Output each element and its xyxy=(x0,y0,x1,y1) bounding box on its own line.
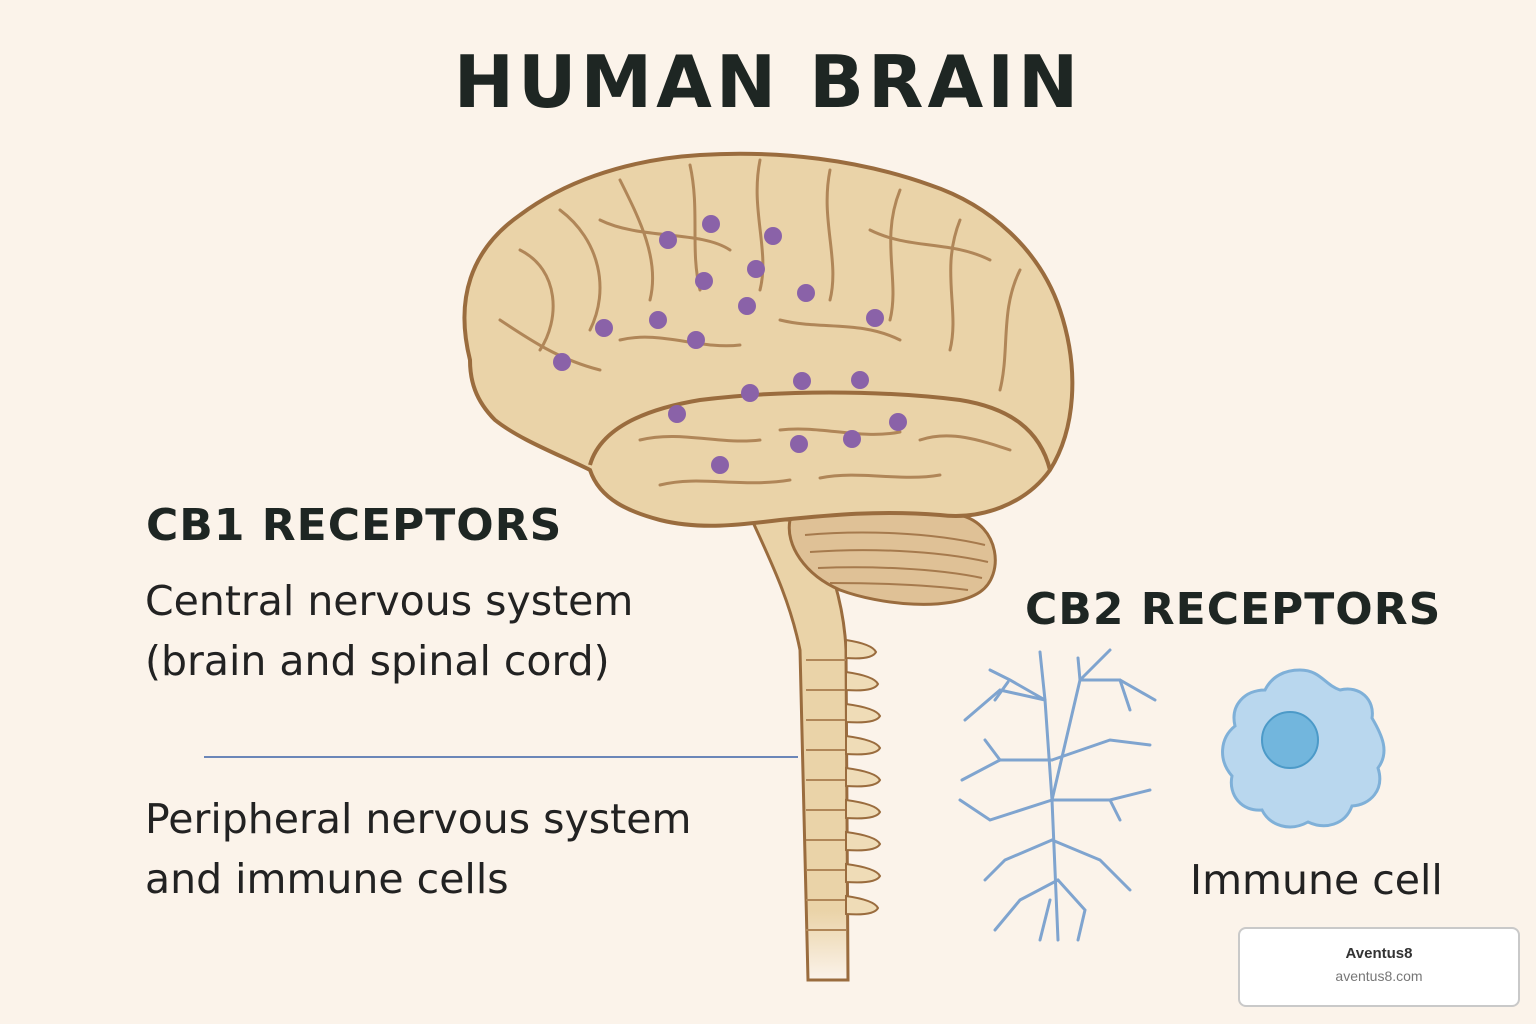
cb2-description-line2: and immune cells xyxy=(145,855,509,903)
cb2-description-line1: Peripheral nervous system xyxy=(145,795,692,843)
cb1-description-line2: (brain and spinal cord) xyxy=(145,637,610,685)
immune-cell-icon xyxy=(1221,668,1386,829)
section-divider xyxy=(204,756,798,758)
watermark-name: Aventus8 xyxy=(1345,945,1413,962)
nerve-cell-icon xyxy=(958,648,1157,942)
cb1-description-line1: Central nervous system xyxy=(145,577,634,625)
cerebellum-illustration xyxy=(787,506,997,606)
immune-cell-label: Immune cell xyxy=(1190,856,1443,904)
spinal-cord-illustration xyxy=(749,518,882,982)
watermark-url: aventus8.com xyxy=(1335,968,1423,984)
page-title: HUMAN BRAIN xyxy=(453,40,1083,124)
cb1-heading: CB1 RECEPTORS xyxy=(146,500,563,551)
cb2-heading: CB2 RECEPTORS xyxy=(1025,584,1442,635)
cb1-receptor-dots xyxy=(553,215,907,474)
watermark-badge: Aventus8 aventus8.com xyxy=(1238,927,1520,1007)
cb1-description: Central nervous system (brain and spinal… xyxy=(145,571,633,691)
cb2-description: Peripheral nervous system and immune cel… xyxy=(145,789,691,909)
brain-illustration xyxy=(462,151,1075,528)
